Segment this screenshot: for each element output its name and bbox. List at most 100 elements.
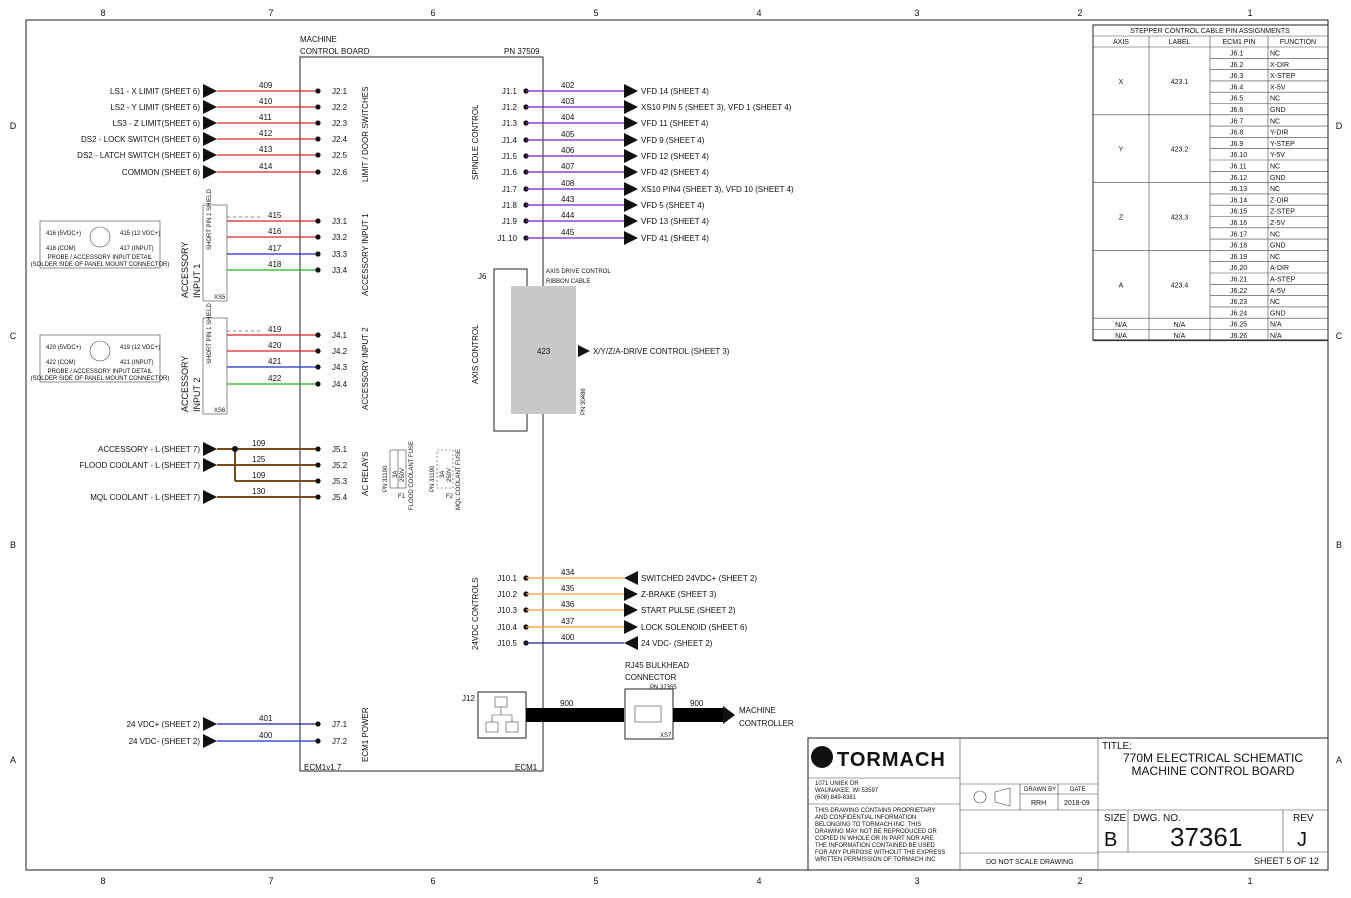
wire-arrow-icon [203, 490, 217, 504]
wire-arrow-icon [624, 231, 638, 245]
pin-table-label: N/A [1174, 333, 1186, 340]
pin-table-pin: J6.3 [1230, 73, 1243, 80]
tormach-logo-icon [811, 746, 833, 768]
svg-text:F2: F2 [446, 494, 454, 500]
wire-number: 109 [252, 471, 266, 480]
wire-number: 400 [561, 633, 575, 642]
pin-table-axis: N/A [1115, 322, 1127, 329]
pin-dot [315, 169, 321, 175]
pin-label: J10.4 [497, 623, 517, 632]
wire-destination: XS10 PIN4 (SHEET 3), VFD 10 (SHEET 4) [641, 185, 794, 194]
wire-arrow-icon [203, 148, 217, 162]
pin-dot [315, 136, 321, 142]
wire-destination: 24 VDC- (SHEET 2) [129, 737, 201, 746]
pin-table-function: Z-STEP [1270, 209, 1295, 216]
zone-col-top: 1 [1247, 8, 1252, 18]
pin-table-function: Y-5V [1270, 152, 1285, 159]
title-block: TORMACH 1071 UNIEK DR WAUNAKEE, WI 53597… [807, 737, 1329, 871]
acc2-cap2: (SOLDER SIDE OF PANEL MOUNT CONNECTOR) [31, 376, 170, 382]
acc2-detail-r1: 419 (12 VDC+) [120, 345, 160, 351]
pin-dot [315, 738, 321, 744]
wire-number: 418 [268, 260, 282, 269]
svg-text:XS7: XS7 [660, 733, 672, 739]
pin-table-pin: J6.5 [1230, 96, 1243, 103]
acc2-connector [202, 317, 228, 415]
zone-col-top: 6 [430, 8, 435, 18]
wire-number: 406 [561, 146, 575, 155]
j12-pin: J12 [462, 694, 475, 703]
zone-row-right: B [1336, 540, 1342, 550]
wire-destination: LS3 - Z LIMIT(SHEET 6) [113, 119, 201, 128]
acc1-connector [202, 204, 228, 302]
wire-destination: VFD 13 (SHEET 4) [641, 217, 709, 226]
wire-destination: LS1 - X LIMIT (SHEET 6) [110, 87, 200, 96]
wire-number: 402 [561, 81, 575, 90]
pin-table-pin: J6.7 [1230, 118, 1243, 125]
pin-label: J1.2 [502, 103, 518, 112]
wire-arrow-icon [624, 100, 638, 114]
pin-label: J5.1 [332, 445, 348, 454]
wire-arrow-icon [203, 100, 217, 114]
wire-number: 401 [259, 714, 273, 723]
ribbon-title-2: RIBBON CABLE [546, 279, 590, 285]
pin-dot [315, 364, 321, 370]
zone-col-top: 2 [1077, 8, 1082, 18]
pin-label: J2.2 [332, 103, 348, 112]
wire-number: 437 [561, 617, 575, 626]
wire-arrow-icon [624, 636, 638, 650]
svg-text:SIZE: SIZE [1104, 813, 1127, 824]
acc1-connector-icon [89, 226, 111, 248]
notice-line: FOR ANY PURPOSE WITHOUT THE EXPRESS [815, 850, 945, 856]
wire-number: 413 [259, 145, 273, 154]
logo-text: TORMACH [837, 749, 946, 771]
pin-table-label: 423.4 [1171, 282, 1189, 289]
pin-table-function: GND [1270, 107, 1286, 114]
board-title-2: CONTROL BOARD [300, 47, 370, 56]
wire-destination: 24 VDC- (SHEET 2) [641, 639, 713, 648]
section-axis: AXIS CONTROL [471, 324, 480, 384]
pin-table-pin: J6.25 [1230, 322, 1247, 329]
pin-label: J1.7 [502, 185, 518, 194]
pin-table-pin: J6.23 [1230, 299, 1247, 306]
pin-table-pin: J6.12 [1230, 175, 1247, 182]
wire-destination: VFD 41 (SHEET 4) [641, 234, 709, 243]
pin-table-function: NC [1270, 299, 1280, 306]
svg-text:WAUNAKEE, WI 53597: WAUNAKEE, WI 53597 [815, 788, 879, 794]
svg-text:(608) 849-8381: (608) 849-8381 [815, 795, 857, 801]
pin-table-function: NC [1270, 164, 1280, 171]
acc2-vlabel-2: INPUT 2 [192, 378, 202, 412]
pin-table-function: A-STEP [1270, 277, 1296, 284]
pin-label: J10.1 [497, 574, 517, 583]
pin-dot [315, 494, 321, 500]
pin-label: J2.6 [332, 168, 348, 177]
ribbon-dest: X/Y/Z/A-DRIVE CONTROL (SHEET 3) [593, 347, 730, 356]
wire-number: 419 [268, 325, 282, 334]
pin-table-pin: J6.22 [1230, 288, 1247, 295]
pin-label: J2.1 [332, 87, 348, 96]
wire-number: 414 [259, 162, 273, 171]
pin-table-pin: J6.21 [1230, 277, 1247, 284]
wire-destination: VFD 12 (SHEET 4) [641, 152, 709, 161]
pin-table-function: X-STEP [1270, 73, 1296, 80]
pin-table-label: N/A [1174, 322, 1186, 329]
wire-destination: ACCESSORY - L (SHEET 7) [98, 445, 200, 454]
ethernet-wire-1: 900 [560, 699, 574, 708]
wire-number: 410 [259, 97, 273, 106]
pin-label: J4.1 [332, 331, 348, 340]
acc1-cap2: (SOLDER SIDE OF PANEL MOUNT CONNECTOR) [31, 262, 170, 268]
wire-arrow-icon [624, 587, 638, 601]
pin-table-header: LABEL [1169, 39, 1191, 46]
title-label: TITLE: [1102, 741, 1132, 752]
drawing-frame [25, 19, 1329, 871]
acc2-short: SHORT PIN 1 SHIELD [207, 303, 213, 364]
acc2-connector-icon [89, 340, 111, 362]
pin-table-function: N/A [1270, 322, 1282, 329]
pin-table-pin: J6.11 [1230, 164, 1247, 171]
pin-table-pin: J6.4 [1230, 84, 1243, 91]
zone-col-top: 5 [593, 8, 598, 18]
pin-table-function: Y-DIR [1270, 130, 1288, 137]
acc1-block: 416 (5VDC+) 418 (COM) 415 (12 VDC+) 417 … [31, 189, 228, 302]
wire-destination: VFD 42 (SHEET 4) [641, 168, 709, 177]
